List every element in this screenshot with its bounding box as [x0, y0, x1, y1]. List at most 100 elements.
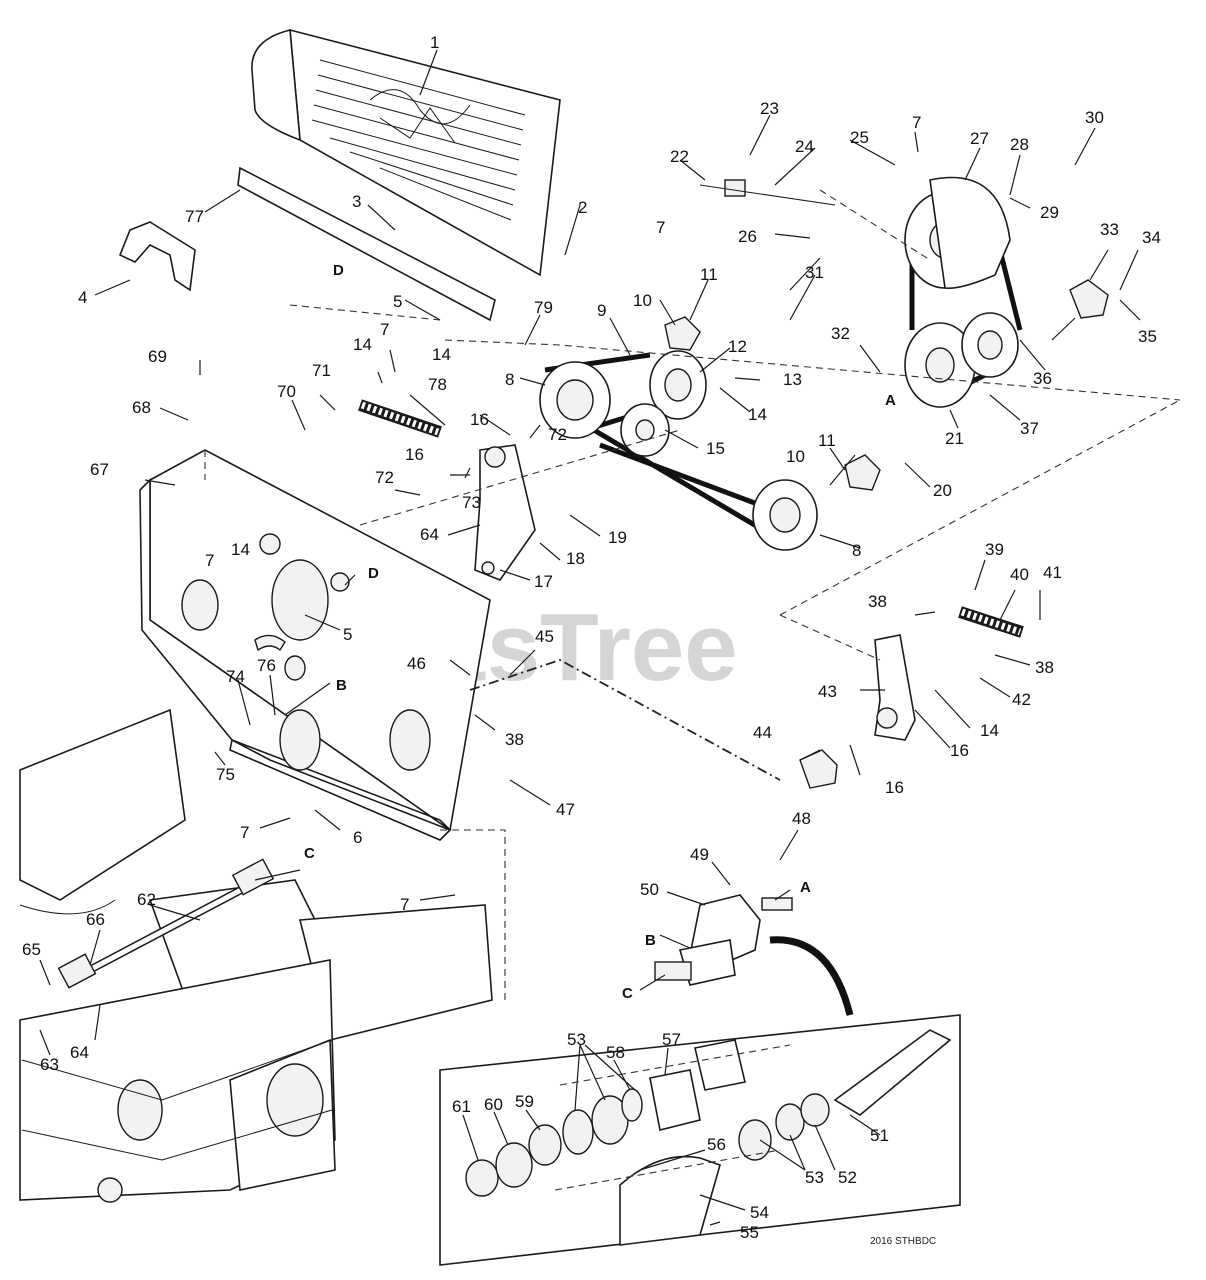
mower-frame: [19, 708, 493, 1203]
callout-10a: 10: [633, 291, 652, 310]
callout-8a: 8: [505, 370, 514, 389]
chassis-plate: [139, 449, 491, 841]
callout-14d: 14: [231, 540, 250, 559]
reference-letters: D D A B C A B C: [304, 262, 896, 1002]
callout-69: 69: [148, 347, 167, 366]
callout-2: 2: [578, 198, 587, 217]
callout-43: 43: [818, 682, 837, 701]
ref-letter-c-1: C: [304, 845, 315, 862]
callout-45: 45: [535, 627, 554, 646]
ref-letter-b-2: B: [645, 932, 656, 949]
callout-7f: 7: [400, 895, 409, 914]
callout-46: 46: [407, 654, 426, 673]
callout-38c: 38: [505, 730, 524, 749]
callout-27: 27: [970, 129, 989, 148]
callout-44: 44: [753, 723, 772, 742]
callout-48: 48: [792, 809, 811, 828]
clutch-assembly: [699, 176, 1109, 408]
callout-75: 75: [216, 765, 235, 784]
callout-7b: 7: [656, 218, 665, 237]
idler-arm: [358, 399, 536, 581]
callout-7d: 7: [205, 551, 214, 570]
callout-21: 21: [945, 429, 964, 448]
ref-letter-a-1: A: [885, 392, 896, 409]
callout-25: 25: [850, 128, 869, 147]
callout-64a: 64: [420, 525, 439, 544]
callout-17: 17: [534, 572, 553, 591]
callout-1: 1: [430, 33, 439, 52]
callout-7a: 7: [912, 113, 921, 132]
detail-box: [439, 1014, 961, 1266]
callout-50: 50: [640, 880, 659, 899]
callout-60: 60: [484, 1095, 503, 1114]
ref-letter-d-2: D: [368, 565, 379, 582]
bracket: [118, 221, 196, 292]
callout-40: 40: [1010, 565, 1029, 584]
callout-42: 42: [1012, 690, 1031, 709]
gearbox-housing: [654, 894, 854, 1016]
callout-5a: 5: [393, 292, 402, 311]
callout-16d: 16: [885, 778, 904, 797]
callout-76: 76: [257, 656, 276, 675]
callout-16a: 16: [470, 410, 489, 429]
drive-shaft: [57, 858, 275, 989]
callout-18: 18: [566, 549, 585, 568]
callout-22: 22: [670, 147, 689, 166]
callout-31: 31: [805, 263, 824, 282]
callout-78: 78: [428, 375, 447, 394]
leader-lines: [39, 49, 1141, 1226]
callout-32: 32: [831, 324, 850, 343]
callout-15: 15: [706, 439, 725, 458]
callout-52: 52: [838, 1168, 857, 1187]
callout-7e: 7: [240, 823, 249, 842]
callout-37: 37: [1020, 419, 1039, 438]
callout-36: 36: [1033, 369, 1052, 388]
callout-30: 30: [1085, 108, 1104, 127]
callout-11b: 11: [818, 431, 836, 450]
ref-letter-a-2: A: [800, 879, 811, 896]
callout-9: 9: [597, 301, 606, 320]
callout-55: 55: [740, 1223, 759, 1242]
callout-53a: 53: [567, 1030, 586, 1049]
drawing-code: 2016 STHBDC: [870, 1236, 936, 1247]
callout-23: 23: [760, 99, 779, 118]
callout-29: 29: [1040, 203, 1059, 222]
callout-10b: 10: [786, 447, 805, 466]
callout-67: 67: [90, 460, 109, 479]
callout-14c: 14: [353, 335, 372, 354]
routing-lines: [204, 189, 1181, 1191]
callout-numbers: 1 2 3 4 5 5 6 7 7 7 7 7 7 8 8 9 10 10 11…: [22, 33, 1161, 1242]
ref-letter-c-2: C: [622, 985, 633, 1002]
callout-58: 58: [606, 1043, 625, 1062]
callout-65: 65: [22, 940, 41, 959]
callout-38a: 38: [868, 592, 887, 611]
callout-13: 13: [783, 370, 802, 389]
callout-12: 12: [728, 337, 747, 356]
callout-66: 66: [86, 910, 105, 929]
callout-8b: 8: [852, 541, 861, 560]
callout-3: 3: [352, 192, 361, 211]
callout-28: 28: [1010, 135, 1029, 154]
ref-letter-b-1: B: [336, 677, 347, 694]
callout-62: 62: [137, 890, 156, 909]
hinge-strip: [237, 166, 496, 322]
callout-33: 33: [1100, 220, 1119, 239]
callout-74: 74: [226, 667, 245, 686]
idler-arm-right: [799, 606, 1024, 789]
callout-35: 35: [1138, 327, 1157, 346]
callout-41: 41: [1043, 563, 1062, 582]
callout-71: 71: [312, 361, 331, 380]
callout-14a: 14: [748, 405, 767, 424]
callout-38b: 38: [1035, 658, 1054, 677]
callout-11a: 11: [700, 265, 718, 284]
callout-61: 61: [452, 1097, 471, 1116]
callout-19: 19: [608, 528, 627, 547]
callout-7c: 7: [380, 320, 389, 339]
callout-6: 6: [353, 828, 362, 847]
callout-20: 20: [933, 481, 952, 500]
callout-72b: 72: [375, 468, 394, 487]
callout-4: 4: [78, 288, 87, 307]
callout-56: 56: [707, 1135, 726, 1154]
callout-14e: 14: [980, 721, 999, 740]
callout-54: 54: [750, 1203, 769, 1222]
